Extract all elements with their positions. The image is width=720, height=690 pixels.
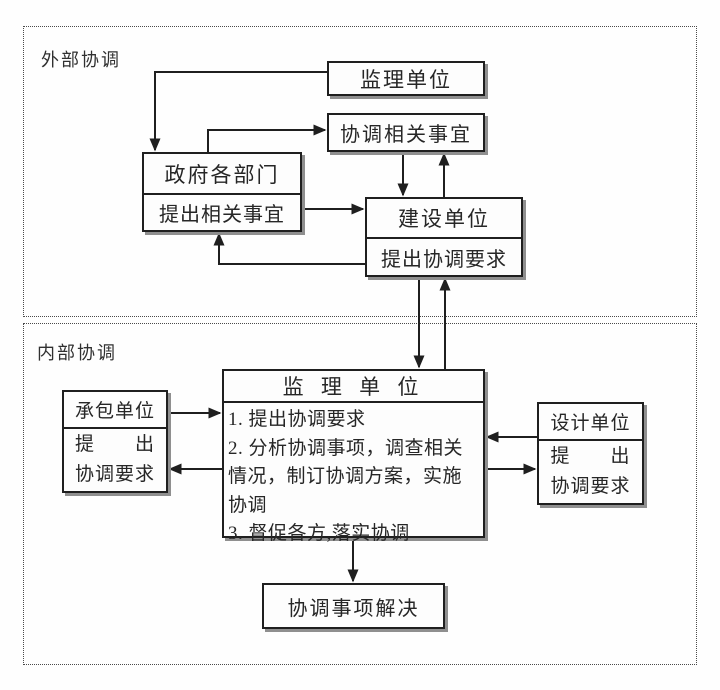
- box-designer-unit: 设计单位 提 出 协调要求: [537, 402, 644, 505]
- internal-section-label: 内部协调: [37, 343, 117, 363]
- designer-title: 设计单位: [539, 404, 642, 441]
- task-item-2: 2. 分析协调事项，调查相关情况，制订协调方案，实施协调: [228, 437, 464, 516]
- contractor-action-line2: 协调要求: [74, 464, 155, 485]
- government-action-label: 提出相关事宜: [159, 204, 285, 226]
- designer-action-line1: 提 出: [550, 446, 631, 467]
- internal-coordination-section: [23, 323, 697, 665]
- construction-title: 建设单位: [367, 199, 521, 239]
- task-item-3: 3. 督促各方,落实协调: [228, 523, 410, 544]
- contractor-title: 承包单位: [64, 392, 166, 429]
- designer-action-line2: 协调要求: [550, 476, 631, 497]
- external-coordination-section: [23, 26, 697, 317]
- box-government-departments: 政府各部门 提出相关事宜: [142, 152, 302, 232]
- box-matters-resolved: 协调事项解决: [262, 583, 445, 629]
- government-title: 政府各部门: [144, 154, 300, 195]
- external-supervision-title: 监理单位: [360, 67, 452, 92]
- box-contractor-unit: 承包单位 提 出 协调要求: [62, 390, 168, 493]
- matters-resolved-title: 协调事项解决: [287, 597, 420, 620]
- contractor-action-line1: 提 出: [74, 434, 155, 455]
- box-construction-unit: 建设单位 提出协调要求: [365, 197, 523, 277]
- box-coordinate-matters: 协调相关事宜: [327, 113, 485, 152]
- box-internal-supervision-unit: 监 理 单 位 1. 提出协调要求 2. 分析协调事项，调查相关情况，制订协调方…: [222, 369, 485, 544]
- internal-supervision-title: 监 理 单 位: [224, 371, 483, 403]
- task-item-1: 1. 提出协调要求: [228, 409, 366, 430]
- internal-supervision-task-list: 1. 提出协调要求 2. 分析协调事项，调查相关情况，制订协调方案，实施协调 3…: [224, 403, 483, 549]
- construction-action-label: 提出协调要求: [381, 248, 507, 271]
- box-external-supervision-unit: 监理单位: [327, 61, 485, 96]
- coordinate-matters-title: 协调相关事宜: [340, 124, 472, 146]
- external-section-label: 外部协调: [41, 50, 121, 70]
- contractor-action-label: 提 出 协调要求: [64, 429, 166, 491]
- designer-action-label: 提 出 协调要求: [539, 441, 642, 503]
